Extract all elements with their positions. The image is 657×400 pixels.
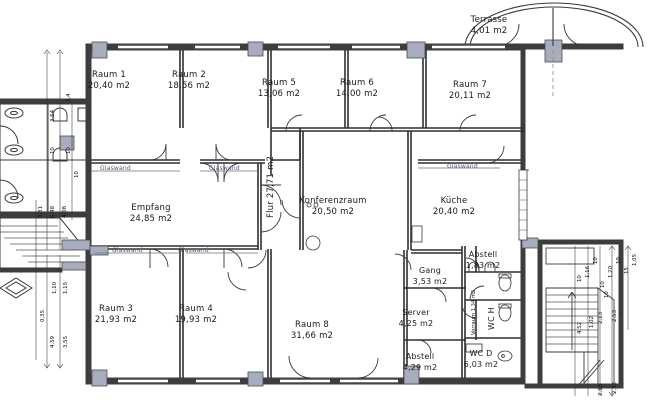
dimension-right-2: 1,16 [585, 265, 591, 278]
dimension-right-5: 1,20 [608, 265, 614, 278]
room-label-vorraum: Vorraum 1,34 m2 [471, 289, 477, 335]
dimension-right-10: 1,02 [589, 315, 595, 328]
glass-wall-label-1: Glaswand [100, 165, 131, 172]
dimension-right-9: 4,52 [577, 321, 583, 334]
dimension-left-12: 4,59 [50, 335, 56, 348]
windows [118, 45, 505, 383]
window-mullions [118, 44, 505, 384]
dimension-right-11: 2,13 [598, 311, 604, 324]
door-swings [149, 114, 505, 379]
dimension-right-4: 10 [600, 281, 606, 288]
glass-wall-label-3: Glaswand [447, 163, 478, 170]
structural-pillars [59, 39, 563, 387]
dimension-right-7: 15 [624, 267, 630, 274]
dimension-right-12: 2,53 [612, 309, 618, 322]
dimension-right-15: 2,52 [612, 381, 618, 394]
dimension-left-5: 10 [74, 171, 80, 178]
dimension-left-1: 3,54 [50, 109, 56, 122]
dimension-right-3: 10 [593, 257, 599, 264]
dimension-lines [35, 49, 632, 397]
dimension-left-7: 6,48 [50, 205, 56, 218]
dimension-right-8: 1,05 [632, 253, 638, 266]
glass-wall-label-4: Glaswand [112, 247, 143, 254]
fixtures-misc [305, 169, 529, 251]
dimension-left-2: 3,4 [66, 93, 72, 102]
dimension-right-1: 10 [577, 275, 583, 282]
glass-wall-lines [91, 167, 500, 254]
room-label-flur: Flur 27,71 m2 [266, 155, 276, 218]
dimension-right-14: 2,13 [598, 383, 604, 396]
dimension-left-4: 10 [66, 147, 72, 154]
dimension-left-6: 3,31 [38, 205, 44, 218]
interior-walls [91, 50, 525, 378]
terrace-balcony [464, 2, 644, 48]
dimension-right-13: 10 [604, 291, 610, 298]
glass-wall-label-5: Glaswand [178, 247, 209, 254]
dimension-right-6: 10 [616, 257, 622, 264]
wc-fixtures [465, 261, 513, 362]
dimension-left-11: 0,35 [40, 309, 46, 322]
glass-wall-label-2: Glaswand [209, 165, 240, 172]
dimension-left-13: 3,55 [63, 335, 69, 348]
dimension-left-8: 4,08 [62, 205, 68, 218]
room-label-wc-h: WC H [487, 307, 496, 330]
dimension-left-9: 1,10 [52, 281, 58, 294]
dimension-left-3: 10 [50, 147, 56, 154]
dimension-left-10: 1,15 [63, 281, 69, 294]
